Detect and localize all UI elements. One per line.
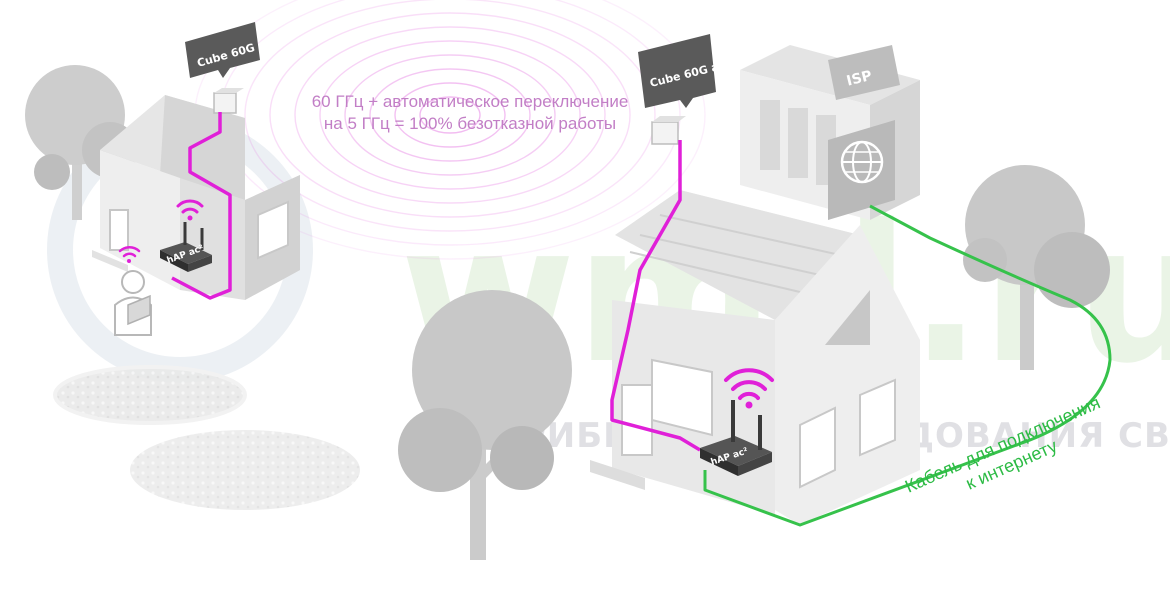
ground-decoration <box>53 365 360 510</box>
wireless-caption-line2: на 5 ГГц = 100% безотказной работы <box>324 114 616 133</box>
wifi-icon-person <box>118 246 141 263</box>
wifi-icon-router-left <box>176 199 204 221</box>
wireless-caption: 60 ГГц + автоматическое переключение на … <box>312 92 629 133</box>
router-left: hAP ac² <box>160 222 212 272</box>
cube-60g-left <box>213 88 244 114</box>
wireless-caption-line1: 60 ГГц + автоматическое переключение <box>312 92 629 111</box>
router-right: hAP ac² <box>700 400 772 476</box>
device-tag-right: Cube 60G ac <box>638 34 726 108</box>
tree-right <box>963 165 1110 370</box>
isp-label: ISP <box>845 68 874 90</box>
isp-building: ISP <box>740 45 920 220</box>
wifi-icon-router-right <box>724 368 774 409</box>
link-cable-left <box>171 112 232 300</box>
tree-middle <box>398 290 572 560</box>
wireless-waves <box>194 0 706 260</box>
person-with-laptop <box>114 270 152 336</box>
device-tag-left: Cube 60G ac <box>185 22 273 78</box>
cube-60g-right <box>651 116 686 145</box>
link-cable-right <box>610 140 701 452</box>
internet-cable <box>703 204 1112 527</box>
